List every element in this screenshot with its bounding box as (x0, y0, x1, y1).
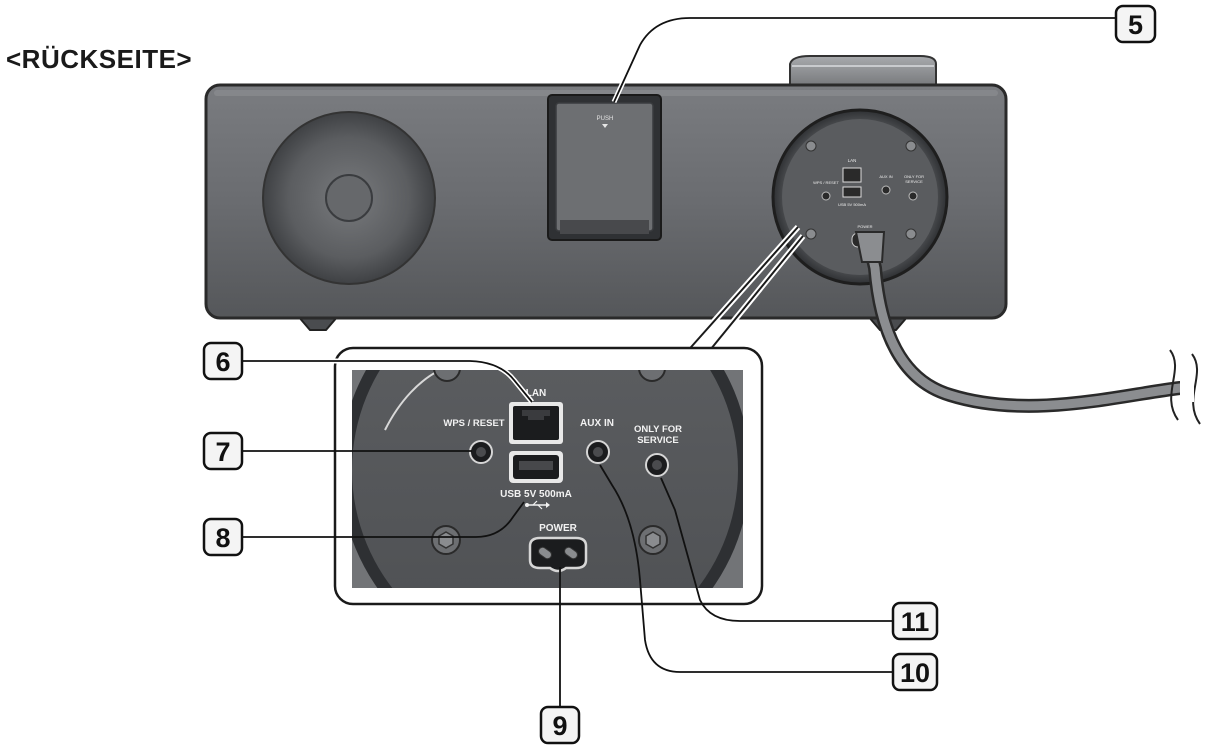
wps-label-small: WPS / RESET (813, 180, 839, 185)
battery-compartment: PUSH (547, 94, 662, 241)
service-port (645, 453, 669, 477)
callout-11: 11 (891, 601, 939, 641)
usb-icon (525, 500, 550, 510)
callout-5: 5 (1114, 4, 1157, 44)
page-title: <RÜCKSEITE> (6, 44, 193, 74)
leader-lines (242, 15, 1116, 710)
zoom-lines (681, 225, 806, 357)
service-label-small: SERVICE (905, 179, 923, 184)
aux-in-label: AUX IN (580, 418, 614, 429)
only-for-label: ONLY FOR (634, 424, 682, 435)
push-arrow-icon (602, 124, 608, 128)
callout-6-number: 6 (215, 347, 230, 377)
aux-in-jack (586, 440, 610, 464)
usb-label: USB 5V 500mA (500, 489, 572, 500)
callout-9: 9 (539, 705, 581, 745)
callout-11-number: 11 (901, 607, 930, 637)
usb-label-small: USB 5V 500mA (838, 202, 866, 207)
callout-5-number: 5 (1128, 10, 1143, 40)
wps-reset-label: WPS / RESET (443, 418, 504, 429)
power-label: POWER (539, 523, 578, 534)
callout-7-number: 7 (215, 437, 230, 467)
power-socket (528, 536, 588, 573)
service-label: SERVICE (637, 435, 679, 446)
top-handle (789, 55, 937, 87)
lan-port (509, 402, 563, 444)
usb-port (509, 451, 563, 483)
callout-10: 10 (891, 652, 939, 692)
screw-icon (638, 525, 668, 555)
cable-break-icon (1169, 349, 1201, 425)
callout-8: 8 (202, 517, 244, 557)
lan-label-small: LAN (848, 158, 857, 163)
callout-10-number: 10 (900, 658, 930, 688)
callout-9-number: 9 (552, 711, 567, 741)
callout-7: 7 (202, 431, 244, 471)
inset-panel: LAN USB 5V 500mA WPS / RESET (333, 346, 764, 606)
power-label-small: POWER (857, 224, 872, 229)
wps-reset-button (469, 440, 493, 464)
aux-label-small: AUX IN (879, 174, 892, 179)
callout-8-number: 8 (215, 523, 230, 553)
connector-panel-small: LAN WPS / RESET AUX IN ONLY FOR SERVICE … (771, 108, 949, 286)
woofer (262, 111, 436, 285)
callout-6: 6 (202, 341, 244, 381)
screw-icon (431, 525, 461, 555)
only-for-label-small: ONLY FOR (904, 174, 924, 179)
lan-label: LAN (526, 388, 547, 399)
push-label: PUSH (597, 116, 614, 122)
power-cable (854, 231, 1187, 413)
